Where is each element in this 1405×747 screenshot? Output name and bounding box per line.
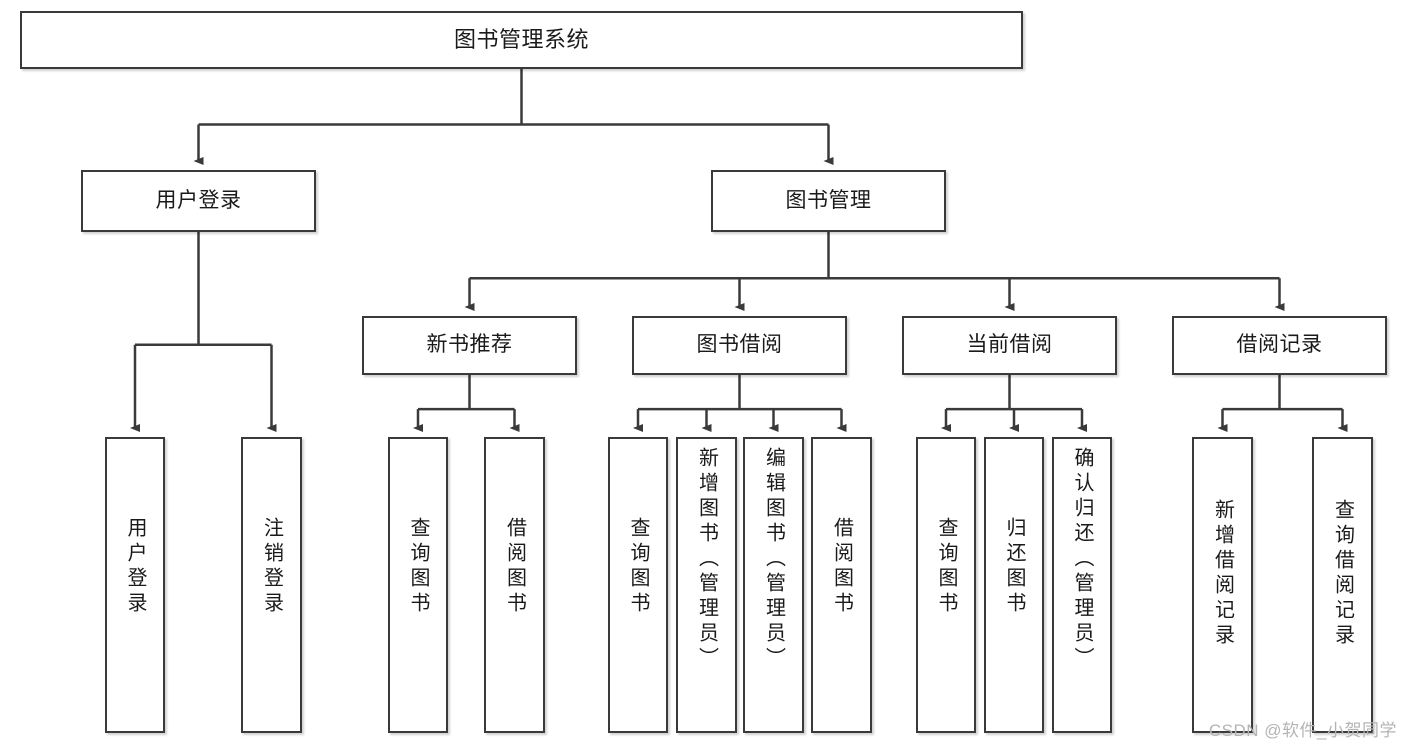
node-label: 新书推荐 (426, 333, 513, 357)
leaf-node-label: 借阅图书 (503, 517, 526, 617)
leaf-node-leaf-logout[interactable]: 注销登录 (241, 437, 302, 733)
leaf-node-label: 归还图书 (1003, 517, 1025, 617)
node-book-manage[interactable]: 图书管理 (711, 170, 946, 232)
node-book-borrow[interactable]: 图书借阅 (632, 316, 847, 375)
leaf-node-leaf-borrow-book-2[interactable]: 借阅图书 (811, 437, 872, 733)
leaf-node-label: 查询图书 (935, 517, 957, 617)
leaf-node-label: 注销登录 (260, 517, 283, 617)
leaf-node-label: 查询借阅记录 (1331, 499, 1354, 649)
leaf-node-leaf-user-login[interactable]: 用户登录 (105, 437, 165, 733)
leaf-node-label: 确认归还（管理员） (1071, 447, 1093, 672)
leaf-node-label: 新增借阅记录 (1211, 499, 1234, 649)
node-new-book-recommend[interactable]: 新书推荐 (362, 316, 577, 375)
node-label: 当前借阅 (966, 333, 1053, 357)
node-borrow-record[interactable]: 借阅记录 (1172, 316, 1387, 375)
leaf-node-leaf-query-book-3[interactable]: 查询图书 (916, 437, 976, 733)
leaf-node-label: 新增图书（管理员） (695, 447, 718, 672)
leaf-node-label: 用户登录 (124, 517, 146, 617)
leaf-node-leaf-borrow-book-1[interactable]: 借阅图书 (484, 437, 545, 733)
node-root-label: 图书管理系统 (453, 27, 589, 53)
node-label: 图书管理 (785, 188, 872, 212)
leaf-node-leaf-return-book[interactable]: 归还图书 (984, 437, 1044, 733)
leaf-node-label: 编辑图书（管理员） (762, 447, 785, 672)
leaf-node-leaf-confirm-return[interactable]: 确认归还（管理员） (1052, 437, 1112, 733)
leaf-node-leaf-query-book-2[interactable]: 查询图书 (608, 437, 668, 733)
node-user-login[interactable]: 用户登录 (81, 170, 316, 232)
leaf-node-leaf-add-book[interactable]: 新增图书（管理员） (676, 437, 737, 733)
leaf-node-leaf-query-book-1[interactable]: 查询图书 (388, 437, 448, 733)
node-label: 图书借阅 (696, 333, 783, 357)
leaf-node-label: 查询图书 (627, 517, 649, 617)
node-label: 借阅记录 (1236, 333, 1323, 357)
node-current-borrow[interactable]: 当前借阅 (902, 316, 1117, 375)
leaf-node-leaf-add-record[interactable]: 新增借阅记录 (1192, 437, 1253, 733)
watermark: CSDN @软件_小贺同学 (1208, 721, 1397, 740)
leaf-node-leaf-edit-book[interactable]: 编辑图书（管理员） (743, 437, 804, 733)
node-label: 用户登录 (155, 188, 242, 212)
leaf-node-label: 借阅图书 (830, 517, 853, 617)
leaf-node-label: 查询图书 (407, 517, 429, 617)
leaf-node-leaf-query-record[interactable]: 查询借阅记录 (1312, 437, 1373, 733)
node-root[interactable]: 图书管理系统 (20, 11, 1023, 69)
